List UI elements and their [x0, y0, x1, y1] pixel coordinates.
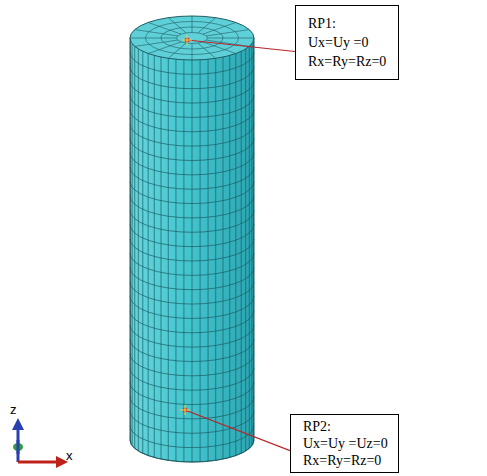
top-face [130, 16, 254, 60]
reference-point-marker [180, 405, 190, 415]
mesh-ring [130, 383, 254, 405]
mesh-ring [130, 67, 254, 89]
mesh-ring [130, 239, 254, 261]
axis-label: x [66, 448, 73, 463]
callout-box: RP1:Ux=Uy =0Rx=Ry=Rz=0 [295, 5, 399, 80]
boundary-condition: Ux=Uy =0 [308, 33, 386, 52]
mesh-line [168, 18, 186, 33]
point-name: RP2: [303, 418, 388, 435]
mesh-line [135, 40, 178, 46]
axis-label: z [10, 402, 17, 417]
axis-triad [12, 418, 68, 468]
mesh-line [206, 30, 249, 36]
mesh-line [130, 38, 177, 39]
boundary-condition: Rx=Ry=Rz=0 [308, 52, 386, 71]
mesh-ring [130, 340, 254, 362]
mesh-ring [130, 268, 254, 290]
leader-line [187, 40, 295, 52]
reference-point-marker [182, 35, 192, 45]
mesh-ring [130, 368, 254, 390]
mesh-ring [130, 354, 254, 376]
mesh-ring [130, 110, 254, 132]
mesh-line [192, 44, 193, 61]
boundary-condition: Ux=Uy =Uz=0 [303, 435, 388, 452]
mesh-line [198, 43, 216, 58]
mesh-ring [130, 81, 254, 103]
mesh-ring [130, 225, 254, 247]
mesh-ring [130, 139, 254, 161]
cylinder-mesh [130, 16, 254, 462]
mesh-ring [130, 124, 254, 146]
mesh-ring [130, 282, 254, 304]
x-axis [18, 461, 58, 464]
mesh-ring [130, 325, 254, 347]
mesh-ring [130, 253, 254, 275]
mesh-ring [130, 397, 254, 419]
mesh-ring [130, 167, 254, 189]
z-arrowhead [12, 418, 24, 430]
leader-line [185, 410, 290, 451]
point-name: RP1: [308, 14, 386, 33]
z-axis [17, 440, 20, 454]
boundary-condition: Rx=Ry=Rz=0 [303, 452, 388, 469]
z-axis [17, 428, 20, 462]
mesh-ring [130, 296, 254, 318]
mesh-ring [130, 196, 254, 218]
mesh-line [192, 16, 193, 33]
mesh-ring [130, 311, 254, 333]
cylinder-body [130, 38, 254, 462]
mesh-ring [130, 440, 254, 462]
mesh-line [208, 38, 255, 39]
mesh-ring [130, 153, 254, 175]
mesh-ring [130, 95, 254, 117]
mesh-ring [130, 182, 254, 204]
mesh-ring [130, 210, 254, 232]
leader-lines [180, 35, 295, 451]
callout-box: RP2:Ux=Uy =Uz=0Rx=Ry=Rz=0 [290, 414, 399, 473]
